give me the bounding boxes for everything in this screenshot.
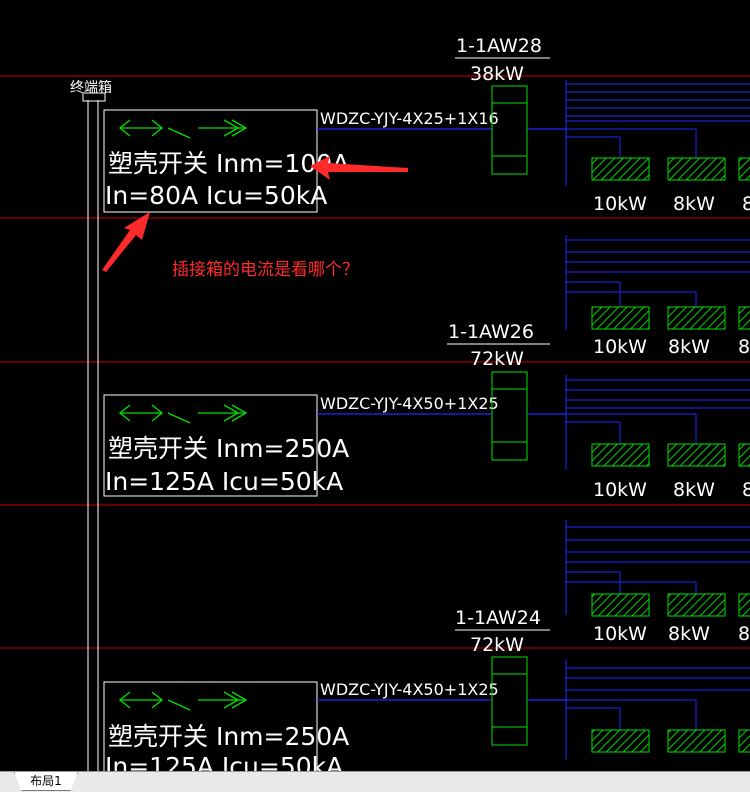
cable-spec: WDZC-YJY-4X50+1X25 [320,394,499,413]
load-label: 8 [738,623,750,645]
tab-layout1[interactable]: 布局1 [14,772,78,791]
breaker-line1: 塑壳开关 Inm=250A [108,722,349,751]
load-label: 10kW [593,623,647,645]
distribution-panel-icon[interactable] [491,656,528,746]
panel-kw: 72kW [470,348,524,370]
load-labels: 10kW 8kW 8 10kW 8kW 8 10kW 8kW 8 10kW 8k… [593,193,750,645]
breaker-box-2[interactable] [103,394,318,497]
vertical-busbar [82,92,106,771]
load-label: 8kW [673,479,715,501]
load-blocks[interactable] [591,157,750,753]
load-label: 8 [738,336,750,358]
breaker-box-1[interactable] [103,109,318,213]
cad-drawing-canvas[interactable]: 终端箱 塑壳开关 Inm=100A In=80A Icu=50kA WDZC-Y… [0,0,750,771]
breaker-line2: In=80A Icu=50kA [105,181,327,210]
load-label: 10kW [593,479,647,501]
load-label: 8 [742,479,750,501]
load-label: 8 [742,193,750,215]
terminal-box-label: 终端箱 [70,80,112,96]
breaker-symbol-icon [118,119,248,139]
distribution-panel-icon[interactable] [491,85,528,175]
load-label: 8kW [668,623,710,645]
panel-id: 1-1AW24 [455,607,541,629]
load-label: 10kW [593,193,647,215]
section-2: 塑壳开关 Inm=250A In=125A Icu=50kA WDZC-YJY-… [103,321,566,497]
breaker-symbol-icon [118,691,248,711]
load-label: 8kW [668,336,710,358]
breaker-line2: In=125A Icu=50kA [105,467,343,496]
breaker-line2: In=125A Icu=50kA [105,752,343,771]
panel-id: 1-1AW28 [456,35,542,57]
panel-id: 1-1AW26 [448,321,534,343]
cable-spec: WDZC-YJY-4X25+1X16 [320,109,499,128]
breaker-symbol-icon [118,404,248,424]
load-label: 10kW [593,336,647,358]
section-1: 塑壳开关 Inm=100A In=80A Icu=50kA WDZC-YJY-4… [103,35,566,213]
annotation-arrows [102,156,408,272]
section-3: 塑壳开关 Inm=250A In=125A Icu=50kA WDZC-YJY-… [103,607,566,771]
red-gridlines [0,75,750,649]
distribution-panel-icon[interactable] [491,371,528,461]
load-label: 8kW [673,193,715,215]
breaker-line1: 塑壳开关 Inm=100A [108,149,349,178]
annotation-question: 插接箱的电流是看哪个？ [172,260,359,280]
panel-kw: 38kW [470,63,524,85]
breaker-box-3[interactable] [103,681,318,771]
layout-tab-bar: 布局1 [0,771,750,792]
breaker-line1: 塑壳开关 Inm=250A [108,434,349,463]
feeder-branches [565,80,750,760]
panel-kw: 72kW [470,634,524,656]
cable-spec: WDZC-YJY-4X50+1X25 [320,680,499,699]
